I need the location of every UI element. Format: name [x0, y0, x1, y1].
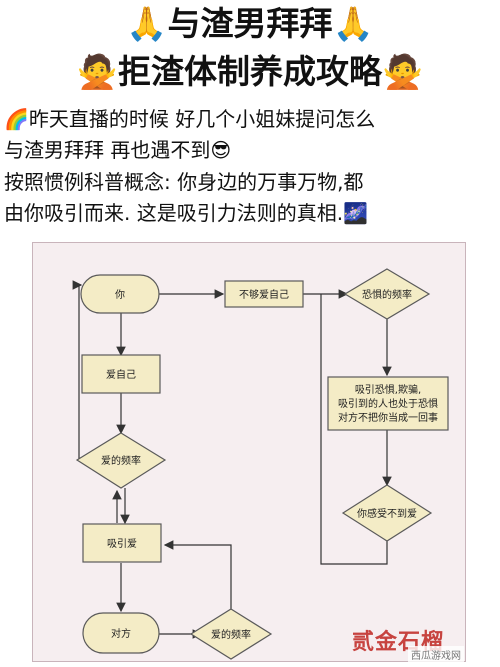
concept-line-1: 按照惯例科普概念: 你身边的万事万物,都	[4, 170, 364, 194]
node-you-label: 你	[115, 288, 125, 301]
node-not-enough-self-love-label: 不够爱自己	[239, 288, 289, 301]
node-you-feel-no-love	[341, 484, 433, 542]
node-love-self-label: 爱自己	[106, 368, 136, 381]
node-love-frequency-label: 爱的频率	[101, 454, 141, 467]
flowchart-diagram: 你 不够爱自己 恐惧的频率 爱自己 吸引恐惧,欺骗, 吸引到的人也处于恐惧 对方…	[72, 268, 449, 660]
intro-line-2: 与渣男拜拜 再也遇不到😎	[4, 138, 232, 162]
node-attract-fear-label-1: 吸引恐惧,欺骗,	[355, 383, 421, 396]
edge-no-love-loop	[320, 294, 388, 565]
node-not-enough-self-love	[224, 280, 304, 308]
node-love-frequency-2	[189, 608, 273, 660]
node-attract-fear	[327, 376, 449, 431]
edge-love-freq-back-to-you	[72, 280, 83, 460]
node-you	[80, 274, 160, 314]
node-you-feel-no-love-label: 你感受不到爱	[357, 507, 417, 520]
node-attract-love	[82, 523, 162, 563]
node-love-frequency-2-label: 爱的频率	[211, 628, 251, 641]
node-fear-frequency	[343, 268, 431, 320]
intro-line-1: 🌈昨天直播的时候 好几个小姐妹提问怎么	[4, 107, 376, 131]
node-fear-frequency-label: 恐惧的频率	[362, 288, 412, 301]
flowchart-panel: 你 不够爱自己 恐惧的频率 爱自己 吸引恐惧,欺骗, 吸引到的人也处于恐惧 对方…	[32, 242, 466, 662]
node-other-party-label: 对方	[111, 627, 131, 640]
concept-text: 按照惯例科普概念: 你身边的万事万物,都 由你吸引而来. 这是吸引力法则的真相.…	[4, 167, 498, 229]
node-love-frequency	[75, 432, 167, 489]
node-attract-fear-label-2: 吸引到的人也处于恐惧	[338, 397, 438, 410]
page-title: 🙏与渣男拜拜🙏	[126, 4, 374, 43]
node-attract-fear-label-3: 对方不把你当成一回事	[338, 411, 438, 424]
node-love-self	[81, 354, 161, 394]
node-other-party	[82, 612, 160, 654]
watermark-site: 西瓜游戏网	[408, 646, 464, 663]
concept-line-2: 由你吸引而来. 这是吸引力法则的真相.🌌	[4, 201, 368, 225]
page-subtitle: 🙅拒渣体制养成攻略🙅	[76, 52, 424, 91]
intro-text: 🌈昨天直播的时候 好几个小姐妹提问怎么 与渣男拜拜 再也遇不到😎	[4, 104, 498, 166]
edge-love-freq-2-to-attract-love	[163, 540, 232, 609]
node-attract-love-label: 吸引爱	[107, 537, 137, 550]
